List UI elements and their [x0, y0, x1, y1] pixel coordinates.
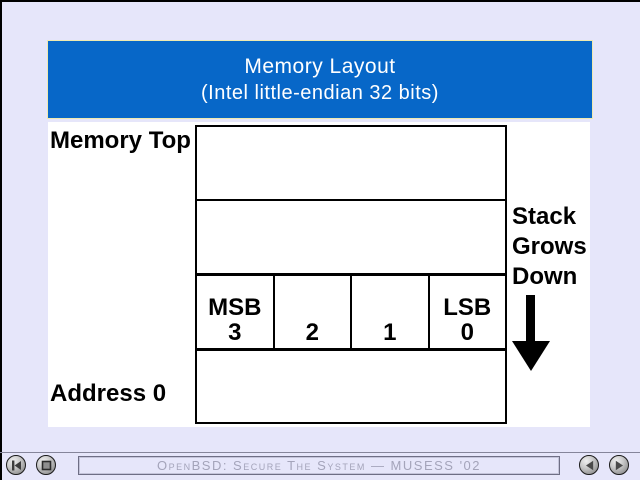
byte-cell-number: 1	[383, 319, 397, 346]
byte-cell-1: 1	[352, 276, 430, 348]
go-to-first-slide-button[interactable]	[6, 455, 26, 475]
stack-note-line: Grows	[512, 233, 587, 260]
byte-cell-number: 3	[228, 319, 242, 346]
window-border-left	[0, 0, 2, 480]
slide-title: Memory Layout	[244, 55, 396, 78]
stop-square-icon	[40, 459, 53, 472]
next-slide-button[interactable]	[609, 455, 629, 475]
slide-title-banner: Memory Layout (Intel little-endian 32 bi…	[47, 40, 593, 119]
memory-diagram-panel: Memory Top Address 0 MSB 3 2 1 LSB	[48, 122, 590, 427]
byte-cell-3: MSB 3	[197, 276, 275, 348]
stack-note-line: Down	[512, 263, 578, 290]
skip-to-start-icon	[10, 459, 23, 472]
memory-grid-row-bottom	[197, 351, 505, 422]
previous-slide-button[interactable]	[579, 455, 599, 475]
stack-grows-down-note: Stack Grows Down	[512, 202, 587, 292]
byte-cell-2: 2	[275, 276, 352, 348]
memory-grid: MSB 3 2 1 LSB 0	[195, 125, 507, 424]
controlbar-divider	[0, 452, 640, 453]
byte-cell-number: 2	[305, 319, 319, 346]
byte-cell-number: 0	[460, 319, 474, 346]
window-border-top	[0, 0, 640, 2]
triangle-right-icon	[613, 459, 626, 472]
memory-grid-row-upper	[197, 201, 505, 276]
stop-presentation-button[interactable]	[36, 455, 56, 475]
byte-cell-0: LSB 0	[430, 276, 506, 348]
slide-subtitle: (Intel little-endian 32 bits)	[201, 82, 439, 104]
triangle-left-icon	[583, 459, 596, 472]
memory-top-label: Memory Top	[50, 127, 191, 154]
byte-cell-tag: LSB	[443, 294, 492, 321]
address-zero-label: Address 0	[50, 380, 167, 407]
stack-note-line: Stack	[512, 203, 577, 230]
status-bar-text: OpenBSD: Secure The System — MUSESS '02	[156, 458, 482, 473]
byte-row: MSB 3 2 1 LSB 0	[197, 276, 505, 351]
status-bar: OpenBSD: Secure The System — MUSESS '02	[78, 456, 560, 475]
byte-cell-tag: MSB	[208, 294, 262, 321]
memory-grid-row-top	[197, 127, 505, 201]
down-arrow-icon	[509, 293, 553, 378]
